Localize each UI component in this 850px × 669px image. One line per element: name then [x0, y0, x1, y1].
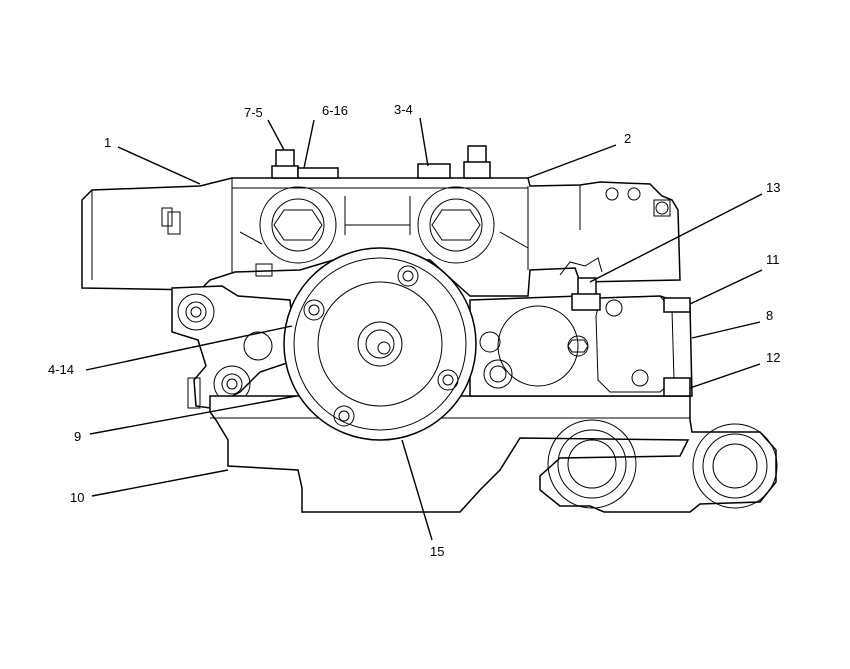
callout-10: 10	[70, 490, 84, 505]
callout-6-16: 6-16	[322, 103, 348, 118]
callout-11: 11	[766, 252, 780, 267]
callout-labels: 1 2 7-5 6-16 3-4 13 11 8 12 4-14 9 10 15	[48, 102, 780, 559]
callout-8: 8	[766, 308, 773, 323]
callout-4-14: 4-14	[48, 362, 74, 377]
callout-2: 2	[624, 131, 631, 146]
callout-15: 15	[430, 544, 444, 559]
lower-casting	[209, 395, 778, 513]
pulley-cover	[283, 247, 477, 441]
callout-13: 13	[766, 180, 780, 195]
pump-body	[469, 277, 693, 397]
callout-7-5: 7-5	[244, 105, 263, 120]
callout-1: 1	[104, 135, 111, 150]
leader-lines	[85, 117, 763, 541]
callout-9: 9	[74, 429, 81, 444]
upper-housing	[81, 145, 681, 297]
callout-12: 12	[766, 350, 780, 365]
callout-3-4: 3-4	[394, 102, 413, 117]
